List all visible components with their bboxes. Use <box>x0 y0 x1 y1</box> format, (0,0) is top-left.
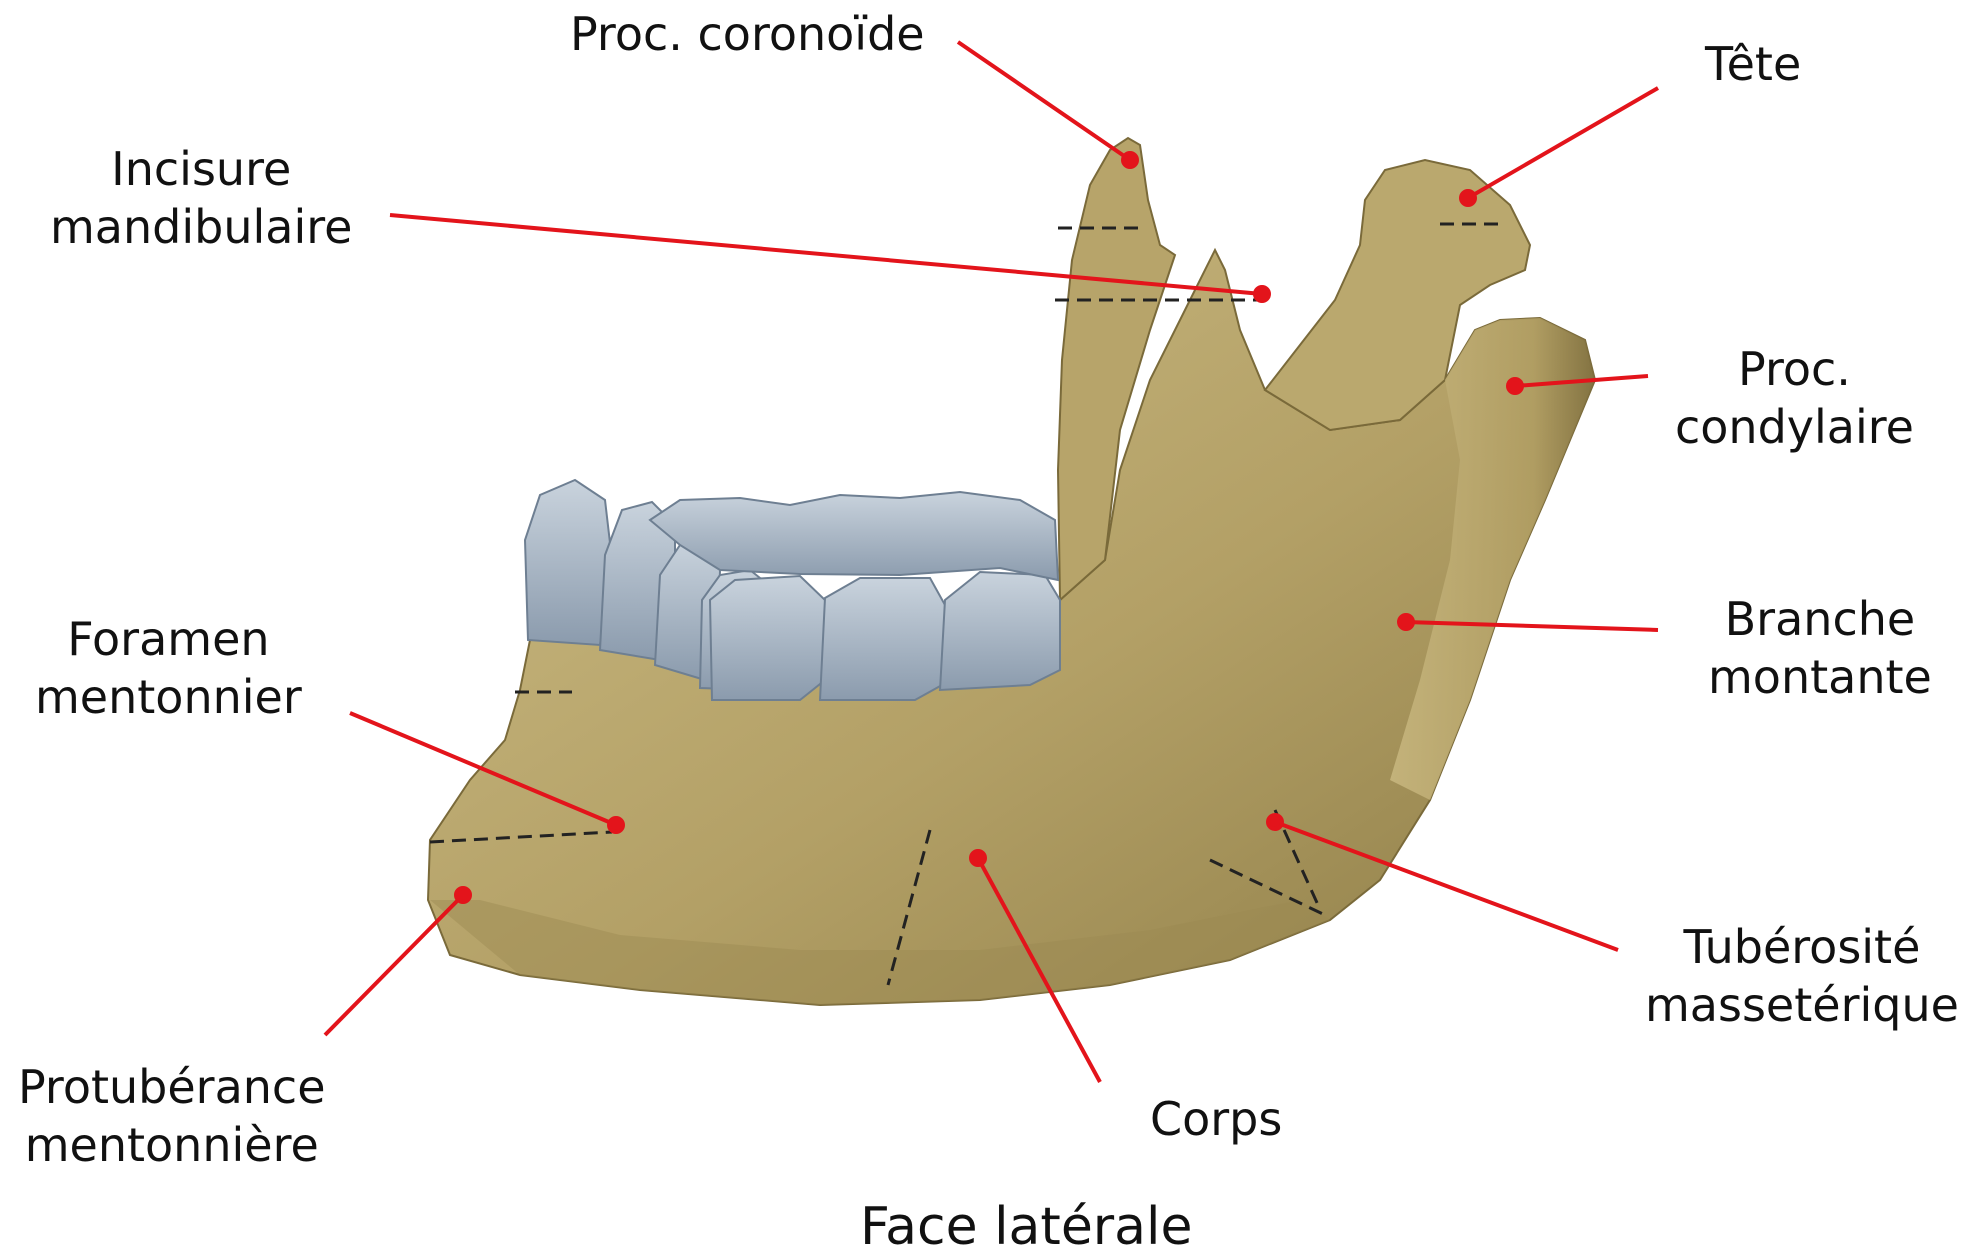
label-head: Tête <box>1705 35 1801 93</box>
label-line: condylaire <box>1675 398 1914 456</box>
label-mental-protuberance: Protubérance mentonnière <box>18 1058 326 1174</box>
label-condylar-process: Proc. condylaire <box>1675 340 1914 456</box>
tooth <box>940 572 1060 690</box>
leader-dot <box>971 851 985 865</box>
label-line: mentonnière <box>18 1116 326 1174</box>
label-line: massetérique <box>1645 976 1959 1034</box>
label-masseteric-tuberosity: Tubérosité massetérique <box>1645 918 1959 1034</box>
label-line: Proc. coronoïde <box>570 5 925 63</box>
label-line: Proc. <box>1675 340 1914 398</box>
label-line: montante <box>1708 648 1932 706</box>
tooth <box>820 578 945 700</box>
leader-dot <box>456 888 470 902</box>
label-ramus: Branche montante <box>1708 590 1932 706</box>
tooth <box>710 576 825 700</box>
tooth <box>525 480 612 645</box>
leader-dot <box>1268 815 1282 829</box>
leader-dot <box>1255 287 1269 301</box>
label-line: mandibulaire <box>50 198 352 256</box>
label-body: Corps <box>1150 1090 1282 1148</box>
label-line: Tête <box>1705 35 1801 93</box>
label-line: mentonnier <box>35 668 302 726</box>
leader-dot <box>1461 191 1475 205</box>
label-line: Protubérance <box>18 1058 326 1116</box>
leader-head <box>1468 88 1658 198</box>
leader-coronoid <box>958 42 1130 160</box>
leader-protuberance <box>325 895 463 1035</box>
leader-dot <box>609 818 623 832</box>
label-line: Branche <box>1708 590 1932 648</box>
figure-caption: Face latérale <box>860 1198 1193 1256</box>
label-line: Tubérosité <box>1645 918 1959 976</box>
label-line: Incisure <box>50 140 352 198</box>
label-line: Corps <box>1150 1090 1282 1148</box>
label-line: Foramen <box>35 610 302 668</box>
label-coronoid-process: Proc. coronoïde <box>570 5 925 63</box>
label-mental-foramen: Foramen mentonnier <box>35 610 302 726</box>
leader-dot <box>1399 615 1413 629</box>
leader-dot <box>1508 379 1522 393</box>
leader-dot <box>1123 153 1137 167</box>
label-mandibular-notch: Incisure mandibulaire <box>50 140 352 256</box>
